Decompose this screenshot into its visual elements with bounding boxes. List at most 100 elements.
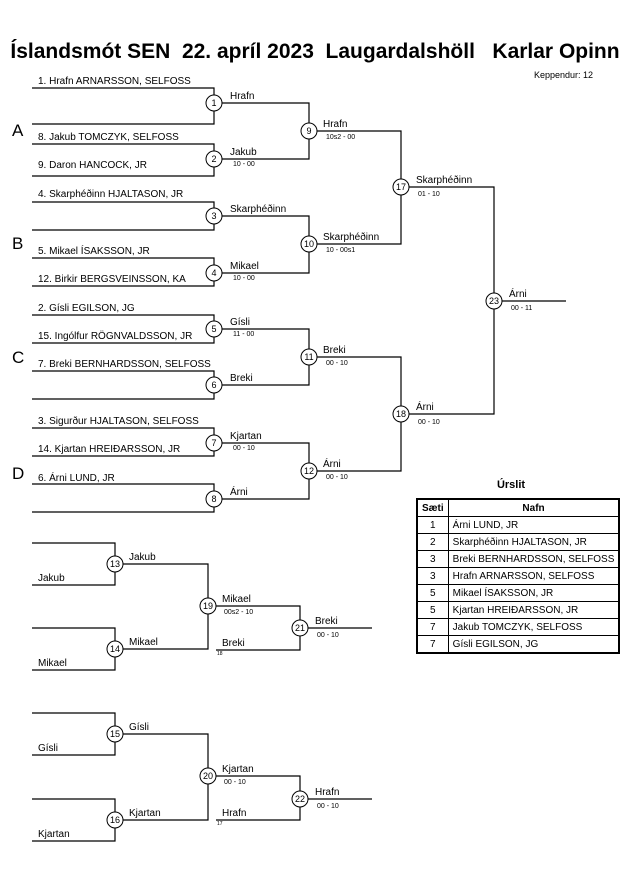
entrant-name: 12. Birkir BERGSVEINSSON, KA <box>38 274 186 285</box>
bracket-line <box>32 483 215 513</box>
result-name: Kjartan HREIÐARSSON, JR <box>447 601 620 619</box>
match-score: 00 - 10 <box>326 474 348 481</box>
entrant-name: 2. Gísli EGILSON, JG <box>38 303 135 314</box>
competitor-count: Keppendur: 12 <box>534 70 594 80</box>
match-number: 2 <box>211 154 216 164</box>
match-winner: Mikael <box>222 594 251 605</box>
result-place: 1 <box>416 516 449 534</box>
result-place: 2 <box>416 533 449 551</box>
match-winner: Jakub <box>230 147 257 158</box>
match-number: 18 <box>396 409 406 419</box>
result-place: 5 <box>416 601 449 619</box>
repechage-loser: Hrafn <box>222 808 246 819</box>
match-score: 10 - 00 <box>233 161 255 168</box>
match-winner: Kjartan <box>129 808 161 819</box>
group-label: D <box>12 464 24 483</box>
match-number: 9 <box>306 126 311 136</box>
match-score: 00 - 10 <box>233 445 255 452</box>
bronze-winner: Breki <box>315 616 338 627</box>
match-winner: Kjartan <box>230 431 262 442</box>
group-label: C <box>12 348 24 367</box>
bracket-line <box>32 201 215 231</box>
results-header-row: Sæti Nafn <box>416 498 620 517</box>
match-winner: Skarphéðinn <box>416 174 472 186</box>
repechage-entrant: Kjartan <box>38 829 70 840</box>
result-place: 7 <box>416 618 449 636</box>
result-name: Mikael ÍSAKSSON, JR <box>447 584 620 602</box>
match-number: 12 <box>304 466 314 476</box>
match-score: 00 - 11 <box>511 305 532 312</box>
entrant-name: 15. Ingólfur RÖGNVALDSSON, JR <box>38 330 192 342</box>
match-number: 23 <box>489 296 499 306</box>
entrant-name: 9. Daron HANCOCK, JR <box>38 160 147 171</box>
result-name: Árni LUND, JR <box>447 516 620 534</box>
match-score: 10 - 00 <box>233 275 255 282</box>
bronze-winner: Hrafn <box>315 787 339 798</box>
result-place: 3 <box>416 550 449 568</box>
match-number: 20 <box>203 771 213 781</box>
group-label: B <box>12 234 23 253</box>
match-score: 10s2 - 00 <box>326 134 355 141</box>
results-col-name: Nafn <box>447 498 620 517</box>
match-number: 1 <box>211 98 216 108</box>
match-number: 3 <box>211 211 216 221</box>
result-name: Jakub TOMCZYK, SELFOSS <box>447 618 620 636</box>
result-place: 5 <box>416 584 449 602</box>
match-winner: Árni <box>323 457 341 470</box>
match-number: 4 <box>211 268 216 278</box>
entrant-name: 14. Kjartan HREIÐARSSON, JR <box>38 444 180 455</box>
loser-reference: 17 <box>217 821 223 827</box>
match-winner: Hrafn <box>323 119 347 130</box>
match-number: 13 <box>110 559 120 569</box>
match-winner: Mikael <box>230 261 259 272</box>
result-place: 7 <box>416 635 449 654</box>
repechage-entrant: Gísli <box>38 743 58 754</box>
result-name: Breki BERNHARDSSON, SELFOSS <box>447 550 620 568</box>
match-number: 16 <box>110 815 120 825</box>
match-score: 00 - 10 <box>418 419 440 426</box>
entrant-name: 7. Breki BERNHARDSSON, SELFOSS <box>38 359 211 370</box>
entrant-name: 1. Hrafn ARNARSSON, SELFOSS <box>38 76 191 87</box>
match-score: 10 - 00s1 <box>326 247 355 254</box>
match-winner: Skarphéðinn <box>323 231 379 243</box>
match-number: 14 <box>110 644 120 654</box>
match-score: 00 - 10 <box>317 803 339 810</box>
bracket-line <box>317 356 402 472</box>
page-title: Íslandsmót SEN 22. apríl 2023 Laugardals… <box>10 40 620 63</box>
match-winner: Hrafn <box>230 91 254 102</box>
match-winner: Skarphéðinn <box>230 203 286 215</box>
bracket-line <box>409 186 495 415</box>
match-score: 01 - 10 <box>418 191 440 198</box>
match-score: 00 - 10 <box>326 360 348 367</box>
result-name: Hrafn ARNARSSON, SELFOSS <box>447 567 620 585</box>
group-label: A <box>12 121 24 140</box>
match-score: 00 - 10 <box>224 779 246 786</box>
entrant-name: 5. Mikael ÍSAKSSON, JR <box>38 244 150 257</box>
match-score: 11 - 00 <box>233 331 254 338</box>
match-number: 7 <box>211 438 216 448</box>
match-winner: Breki <box>230 373 253 384</box>
entrant-name: 3. Sigurður HJALTASON, SELFOSS <box>38 415 199 427</box>
match-winner: Kjartan <box>222 764 254 775</box>
entrant-name: 4. Skarphéðinn HJALTASON, JR <box>38 188 183 200</box>
match-number: 8 <box>211 494 216 504</box>
match-number: 17 <box>396 182 406 192</box>
results-col-place: Sæti <box>416 498 449 517</box>
match-number: 5 <box>211 324 216 334</box>
match-number: 11 <box>304 352 313 362</box>
bracket-line <box>32 370 215 400</box>
match-number: 19 <box>203 601 213 611</box>
result-name: Gísli EGILSON, JG <box>447 635 620 654</box>
bracket-line <box>32 87 215 125</box>
entrant-name: 8. Jakub TOMCZYK, SELFOSS <box>38 132 179 143</box>
repechage-entrant: Jakub <box>38 573 65 584</box>
loser-reference: 18 <box>217 651 223 657</box>
